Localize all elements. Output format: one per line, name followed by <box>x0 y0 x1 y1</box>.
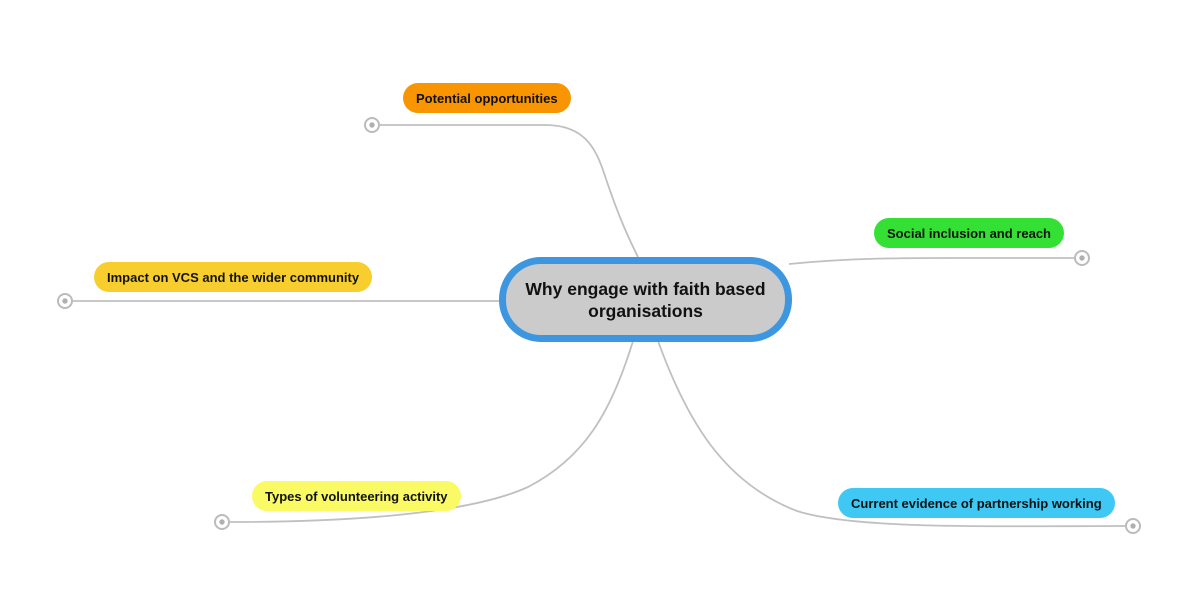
branch-node-social-inclusion-and-reach[interactable]: Social inclusion and reach <box>874 218 1064 248</box>
branch-node-types-of-volunteering-activity[interactable]: Types of volunteering activity <box>252 481 461 511</box>
branch-node-potential-opportunities[interactable]: Potential opportunities <box>403 83 571 113</box>
connector-endpoint-potential <box>364 117 380 133</box>
connector-potential-opportunities <box>380 124 639 258</box>
connector-endpoint-social <box>1074 250 1090 266</box>
connector-endpoint-types <box>214 514 230 530</box>
connector-endpoint-impact <box>57 293 73 309</box>
branch-node-current-evidence-of-partnership-working[interactable]: Current evidence of partnership working <box>838 488 1115 518</box>
connector-current-evidence <box>657 340 1126 528</box>
connector-types-volunteering <box>229 340 634 523</box>
connector-social-inclusion <box>788 257 1074 265</box>
connector-endpoint-current <box>1125 518 1141 534</box>
central-node[interactable]: Why engage with faith based organisation… <box>499 257 792 342</box>
branch-node-impact-on-vcs[interactable]: Impact on VCS and the wider community <box>94 262 373 292</box>
